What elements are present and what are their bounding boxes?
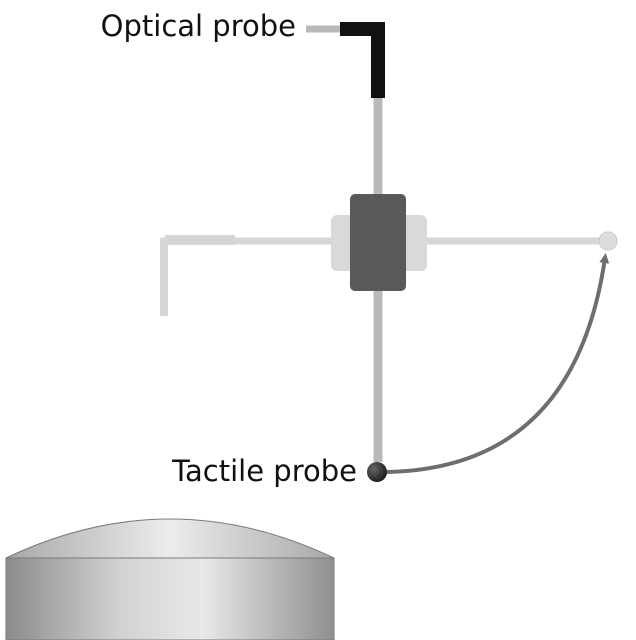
optical-probe — [306, 22, 385, 98]
tactile-ball — [367, 462, 387, 482]
optical-probe-label: Optical probe — [101, 9, 296, 43]
specimen-dome — [5, 518, 335, 559]
tactile-probe-label: Tactile probe — [171, 454, 357, 488]
probe-body — [350, 194, 406, 291]
ghost-ball — [598, 231, 618, 251]
specimen-cylinder — [5, 557, 335, 640]
specimen — [5, 518, 335, 640]
rotation-arrow — [386, 253, 610, 474]
